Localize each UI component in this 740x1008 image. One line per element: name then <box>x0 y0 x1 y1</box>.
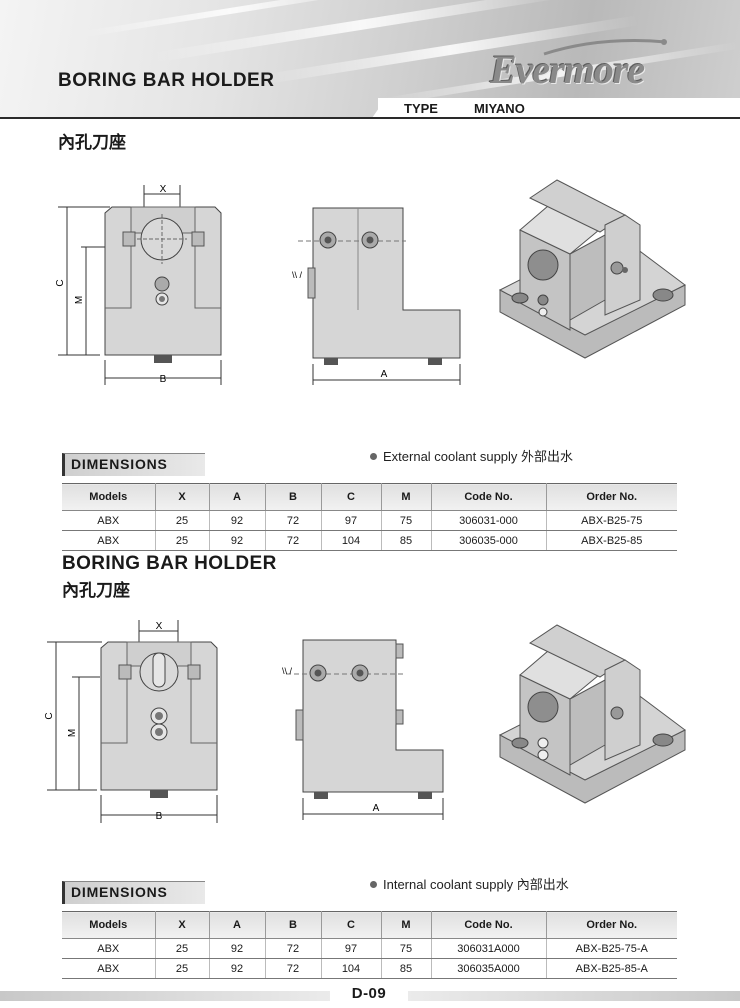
coolant-note-1: External coolant supply 外部出水 <box>370 446 573 465</box>
dim-a-label: A <box>373 803 380 814</box>
page-number: D-09 <box>330 985 408 1008</box>
cell: 104 <box>321 958 382 979</box>
cell: ABX-B25-85 <box>546 530 677 551</box>
col-models: Models <box>62 911 156 939</box>
cell: 92 <box>209 530 266 551</box>
section2-subtitle: 內孔刀座 <box>62 581 130 601</box>
col-models: Models <box>62 483 156 511</box>
col-order-no: Order No. <box>546 911 677 939</box>
svg-text:\\ /: \\ / <box>292 270 303 280</box>
dim-c-label: C <box>44 712 55 719</box>
coolant-note-text: Internal coolant supply 內部出水 <box>383 877 569 892</box>
dim-m-label: M <box>74 296 85 304</box>
logo-swoosh <box>543 39 667 56</box>
coolant-note-2: Internal coolant supply 內部出水 <box>370 874 569 893</box>
cell: 306035A000 <box>431 958 547 979</box>
dim-b-label: B <box>156 811 163 822</box>
table-header-row: Models X A B C M Code No. Order No. <box>62 483 677 511</box>
cell: 306035-000 <box>431 530 547 551</box>
col-m: M <box>381 483 432 511</box>
dim-x-label: X <box>160 184 167 195</box>
cell: 72 <box>265 938 322 959</box>
cell: 104 <box>321 530 382 551</box>
drawing-3d-view-1 <box>498 179 686 359</box>
dim-c-label: C <box>55 279 66 286</box>
brand-logo: Evermore <box>490 47 645 92</box>
spec-table-1: Models X A B C M Code No. Order No. ABX … <box>62 483 677 551</box>
cell: 92 <box>209 958 266 979</box>
dim-x-label: X <box>156 621 163 632</box>
drawing-front-view-2: X C M B <box>44 620 218 823</box>
dim-a-label: A <box>381 369 388 380</box>
dim-m-label: M <box>67 729 78 737</box>
cell: 25 <box>155 958 210 979</box>
type-value: MIYANO <box>474 101 525 116</box>
cell: ABX-B25-75 <box>546 510 677 531</box>
table-row: ABX 25 92 72 97 75 306031A000 ABX-B25-75… <box>62 938 677 959</box>
col-order-no: Order No. <box>546 483 677 511</box>
col-x: X <box>155 911 210 939</box>
cell: ABX-B25-75-A <box>546 938 677 959</box>
table-row: ABX 25 92 72 97 75 306031-000 ABX-B25-75 <box>62 510 677 531</box>
cell: ABX <box>62 938 156 959</box>
dimensions-label: DIMENSIONS <box>71 884 168 900</box>
col-b: B <box>265 483 322 511</box>
col-code-no: Code No. <box>431 911 547 939</box>
cell: 72 <box>265 510 322 531</box>
table-row: ABX 25 92 72 104 85 306035A000 ABX-B25-8… <box>62 958 677 979</box>
table-row: ABX 25 92 72 104 85 306035-000 ABX-B25-8… <box>62 530 677 551</box>
drawing-side-view-1: \\ / A <box>292 207 461 385</box>
cell: 85 <box>381 958 432 979</box>
cell: 85 <box>381 530 432 551</box>
dimensions-tag-2: DIMENSIONS <box>62 881 205 904</box>
cell: ABX <box>62 510 156 531</box>
drawing-front-view-1: X C M B <box>55 184 222 385</box>
cell: 75 <box>381 510 432 531</box>
cell: 25 <box>155 938 210 959</box>
drawing-side-view-2: \\ / A <box>282 639 444 820</box>
cell: 25 <box>155 510 210 531</box>
col-a: A <box>209 911 266 939</box>
col-a: A <box>209 483 266 511</box>
section2-title: BORING BAR HOLDER <box>62 553 277 574</box>
page-title: BORING BAR HOLDER <box>58 70 275 91</box>
cell: 97 <box>321 510 382 531</box>
cell: 72 <box>265 530 322 551</box>
dimensions-label: DIMENSIONS <box>71 456 168 472</box>
cell: 97 <box>321 938 382 959</box>
col-c: C <box>321 483 382 511</box>
cell: ABX <box>62 958 156 979</box>
cell: 72 <box>265 958 322 979</box>
type-label: TYPE <box>404 101 438 116</box>
cell: 306031A000 <box>431 938 547 959</box>
cell: ABX <box>62 530 156 551</box>
col-c: C <box>321 911 382 939</box>
dimensions-tag-1: DIMENSIONS <box>62 453 205 476</box>
section1-subtitle: 內孔刀座 <box>58 133 126 153</box>
col-code-no: Code No. <box>431 483 547 511</box>
cell: 92 <box>209 510 266 531</box>
cell: 92 <box>209 938 266 959</box>
type-tab <box>378 98 740 118</box>
col-b: B <box>265 911 322 939</box>
spec-table-2: Models X A B C M Code No. Order No. ABX … <box>62 911 677 979</box>
svg-text:\\ /: \\ / <box>282 666 293 676</box>
cell: 306031-000 <box>431 510 547 531</box>
col-m: M <box>381 911 432 939</box>
cell: ABX-B25-85-A <box>546 958 677 979</box>
dim-b-label: B <box>160 374 167 385</box>
drawing-3d-view-2 <box>498 624 686 804</box>
coolant-note-text: External coolant supply 外部出水 <box>383 449 574 464</box>
cell: 75 <box>381 938 432 959</box>
header-rule <box>0 117 740 119</box>
col-x: X <box>155 483 210 511</box>
cell: 25 <box>155 530 210 551</box>
table-header-row: Models X A B C M Code No. Order No. <box>62 911 677 939</box>
